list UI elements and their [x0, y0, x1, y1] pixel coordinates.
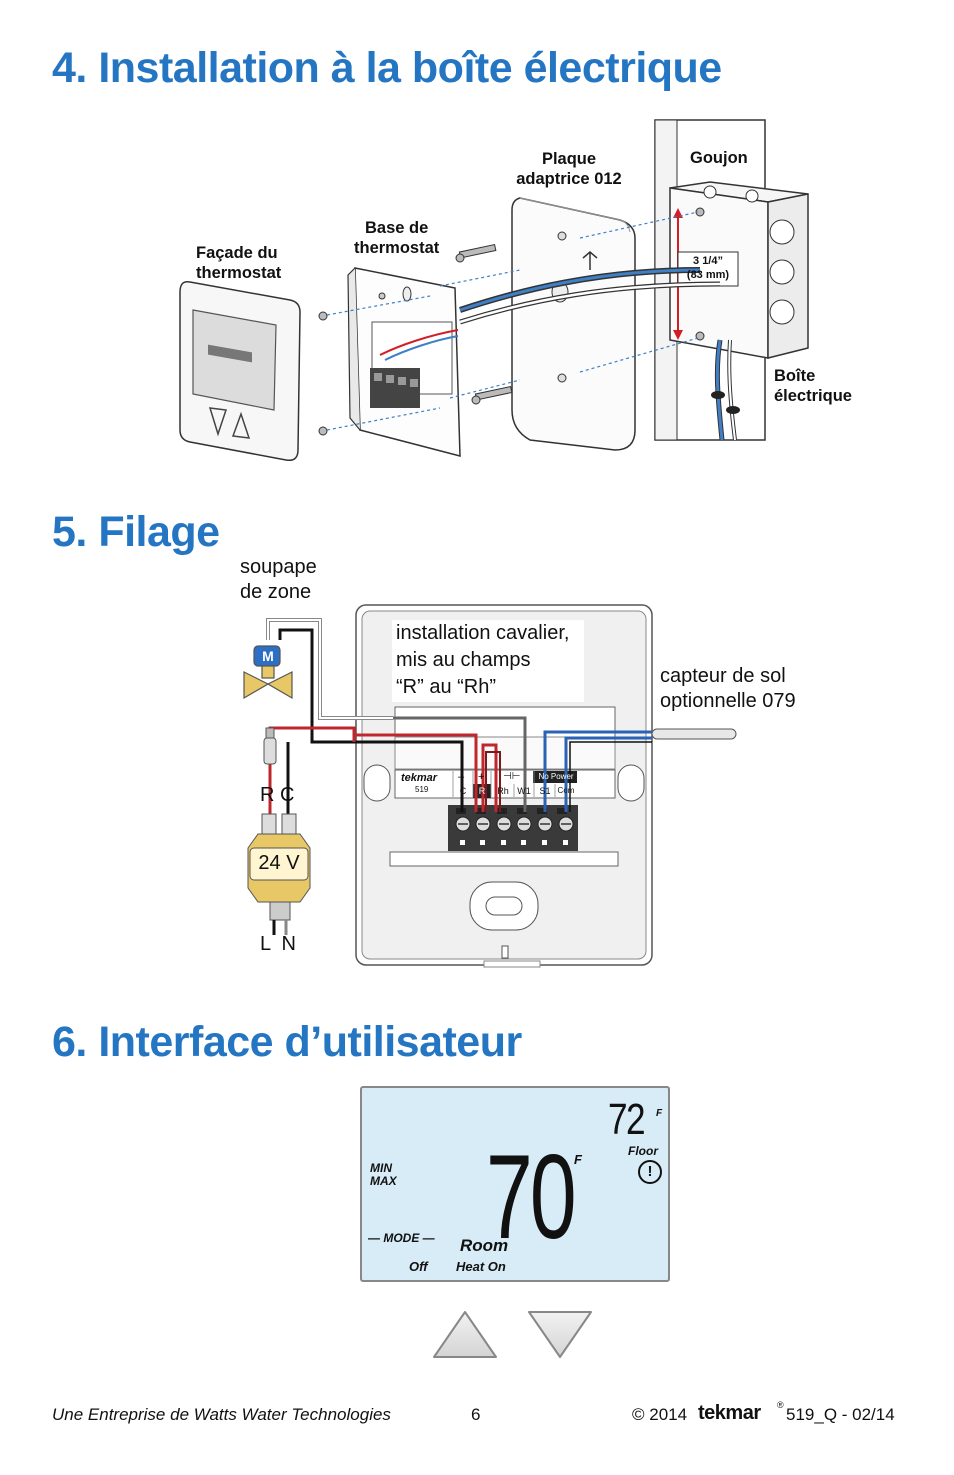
terminal-symbol-plus: + [478, 771, 485, 783]
footer-company: Une Entreprise de Watts Water Technologi… [52, 1405, 391, 1424]
ln-label: L N [260, 933, 296, 955]
section-heading-wiring: 5. Filage [52, 508, 220, 556]
zone-label: Room [460, 1236, 509, 1255]
terminal-label-s1: S1 [539, 786, 551, 796]
terminal-label-com: Com [557, 786, 575, 795]
terminal-label-w1: W1 [517, 786, 531, 796]
footer-doc-code: 519_Q - 02/14 [786, 1405, 895, 1424]
terminal-model: 519 [415, 785, 429, 794]
stud-label: Goujon [690, 149, 748, 167]
room-unit: F [574, 1152, 582, 1167]
floor-unit: F [656, 1108, 663, 1119]
down-arrow-button[interactable] [528, 1311, 592, 1358]
wiring-diagram [243, 604, 737, 968]
dimension-label: 3 1/4”(83 mm) [686, 255, 730, 281]
jumper-label: installation cavalier,mis au champs“R” a… [396, 622, 570, 698]
terminal-symbol-jumper: ⊣⊢ [503, 771, 521, 782]
transformer-label: 24 V [258, 852, 300, 874]
section-heading-interface: 6. Interface d’utilisateur [52, 1018, 522, 1066]
min-label: MIN [370, 1161, 392, 1175]
motor-badge: M [262, 648, 274, 664]
warning-icon: ! [638, 1160, 662, 1184]
floor-label: Floor [628, 1144, 658, 1158]
room-temperature: 70 [486, 1130, 577, 1264]
footer-brand-logo: tekmar [698, 1402, 761, 1424]
terminal-brand: tekmar [401, 772, 438, 784]
no-power-label: No Power [538, 772, 574, 781]
terminal-label-rh: Rh [497, 786, 509, 796]
heat-status: Heat On [456, 1259, 506, 1274]
terminal-label-c: C [459, 786, 467, 796]
registered-mark: ® [777, 1400, 784, 1410]
footer-copyright: © 2014 [632, 1405, 688, 1424]
up-arrow-button[interactable] [433, 1311, 497, 1358]
terminal-label-r: R [478, 786, 486, 796]
mode-value: Off [409, 1259, 428, 1274]
section-heading-install: 4. Installation à la boîte électrique [52, 44, 722, 92]
floor-temperature: 72 [608, 1095, 646, 1144]
mode-label: — MODE — [368, 1231, 435, 1245]
max-label: MAX [370, 1174, 397, 1188]
rc-label: R C [260, 784, 295, 806]
lcd-display: 72 F Floor ! 70 F MIN MAX — MODE — Off R… [360, 1086, 670, 1282]
page-number: 6 [471, 1405, 481, 1424]
terminal-symbol-minus: – [458, 771, 465, 783]
installation-illustration [179, 119, 809, 462]
